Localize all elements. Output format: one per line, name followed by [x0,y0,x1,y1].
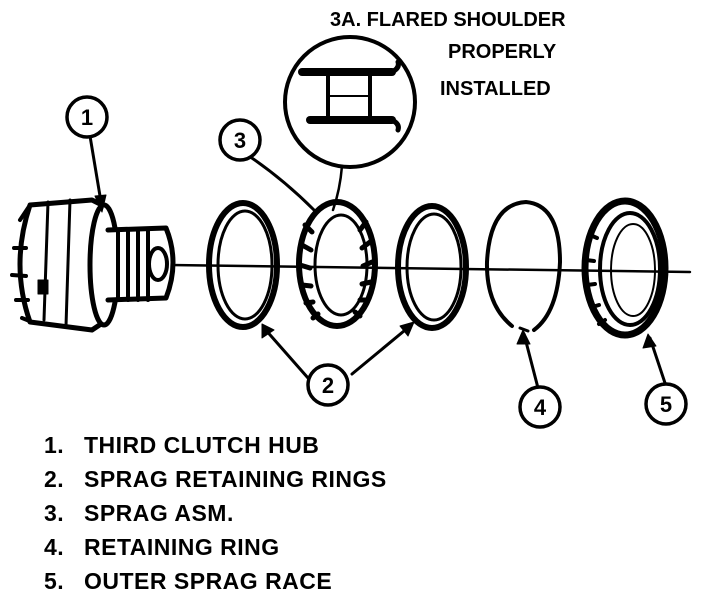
legend-item: 4. RETAINING RING [44,530,387,564]
callout-1: 1 [81,105,93,130]
outer-sprag-race-part [581,197,669,339]
legend-label: SPRAG ASM. [84,500,234,526]
inset-label-line-3: INSTALLED [440,78,551,100]
legend-number: 5. [44,568,65,594]
legend-label: RETAINING RING [84,534,280,560]
inset-leader-line [331,164,344,212]
retaining-ring-part [484,200,562,333]
legend-label: OUTER SPRAG RACE [84,568,333,594]
inset-label-line-1: 3A. FLARED SHOULDER [330,9,566,31]
legend-item: 3. SPRAG ASM. [44,496,387,530]
leader-line-2-right [350,324,412,376]
legend-number: 1. [44,432,65,458]
callout-3: 3 [234,128,246,153]
callout-2: 2 [322,373,334,398]
legend-item: 1. THIRD CLUTCH HUB [44,428,387,462]
legend-number: 2. [44,466,65,492]
sprag-assembly-part [296,199,378,329]
callout-5: 5 [660,392,672,417]
sprag-retaining-ring-left [206,200,280,330]
leader-line-2-left [262,326,310,380]
legend-item: 5. OUTER SPRAG RACE [44,564,387,598]
third-clutch-hub-part [10,197,176,333]
flared-shoulder-inset [283,35,417,169]
parts-legend: 1. THIRD CLUTCH HUB 2. SPRAG RETAINING RIN… [44,428,387,598]
assembly-axis-line [168,263,692,274]
legend-number: 4. [44,534,65,560]
legend-number: 3. [44,500,65,526]
legend-label: SPRAG RETAINING RINGS [84,466,387,492]
leader-line-3 [244,152,316,212]
legend-item: 2. SPRAG RETAINING RINGS [44,462,387,496]
legend-label: THIRD CLUTCH HUB [84,432,320,458]
sprag-retaining-ring-right [395,203,469,331]
callout-4: 4 [534,395,547,420]
inset-label-line-2: PROPERLY [448,41,557,63]
